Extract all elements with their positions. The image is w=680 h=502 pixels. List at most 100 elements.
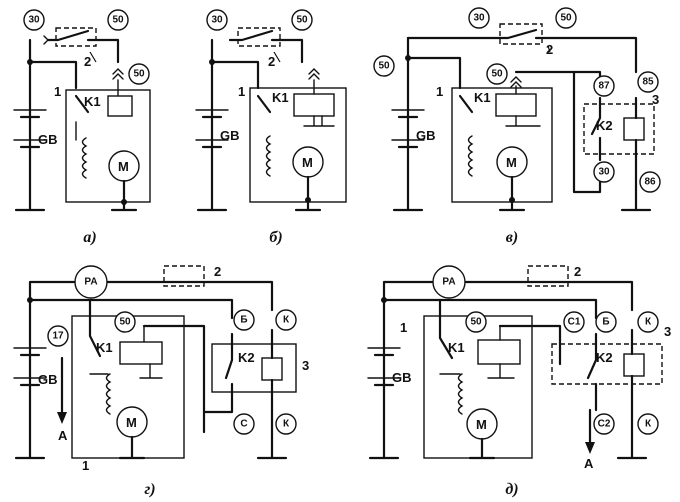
terminal-50-label-2: 50 [378, 61, 390, 72]
motor-label: M [506, 155, 517, 170]
solenoid-icon [119, 341, 163, 365]
terminal-b [233, 309, 255, 331]
terminal-87-label: 87 [598, 81, 610, 92]
terminal-50-label: 50 [296, 15, 308, 26]
terminal-50 [291, 9, 313, 31]
caption-g: г) [144, 481, 155, 498]
terminal-50-label-3: 50 [491, 69, 503, 80]
ammeter-pa-label: PA [84, 277, 97, 288]
k1-label: K1 [474, 90, 491, 105]
ignition-switch-box [55, 27, 97, 47]
ammeter-pa-icon [432, 265, 466, 299]
output-a-label: A [58, 428, 68, 443]
field-winding-icon [265, 135, 271, 177]
connector-icon [112, 68, 124, 80]
field-winding-icon [457, 373, 463, 415]
terminal-c1 [563, 311, 585, 333]
terminal-50-label: 50 [112, 15, 124, 26]
label-2: 2 [214, 264, 221, 279]
terminal-k-label-2: К [645, 419, 652, 430]
motor-label: M [126, 415, 137, 430]
field-winding-icon [105, 373, 111, 415]
terminal-c2-label: С2 [598, 419, 611, 430]
terminal-17-label: 17 [52, 331, 64, 342]
battery-gb-label: GB [38, 372, 58, 387]
terminal-k-label: К [283, 315, 290, 326]
starter-outline [451, 87, 553, 203]
solenoid-icon [495, 93, 537, 117]
motor-label: M [302, 155, 313, 170]
solenoid-icon [107, 95, 133, 117]
ignition-switch-box [237, 27, 281, 47]
terminal-30-label: 30 [473, 13, 485, 24]
field-winding-icon [467, 135, 473, 177]
label-3: 3 [664, 324, 671, 339]
terminal-c [233, 413, 255, 435]
terminal-50-label: 50 [119, 317, 131, 328]
k2-label: K2 [596, 118, 613, 133]
terminal-50 [465, 311, 487, 333]
terminal-17 [47, 325, 69, 347]
relay-coil-icon [623, 353, 645, 377]
diagram-a: 30 50 2 50 GB K1 1 M а) [12, 9, 151, 246]
battery-gb-label: GB [38, 132, 58, 147]
caption-v: в) [506, 229, 518, 246]
terminal-50-label: 50 [470, 317, 482, 328]
label-1: 1 [54, 84, 61, 99]
k1-label: K1 [272, 90, 289, 105]
terminal-k-label-2: К [283, 419, 290, 430]
relay-coil-icon [623, 117, 645, 141]
battery-gb-label: GB [416, 128, 436, 143]
relay-k2-box [583, 103, 655, 155]
solenoid-icon [477, 339, 521, 365]
label-3: 3 [652, 92, 659, 107]
terminal-b-label: Б [240, 315, 247, 326]
terminal-50-label-2: 50 [133, 69, 145, 80]
k1-label: K1 [96, 340, 113, 355]
terminal-30-label: 30 [28, 15, 40, 26]
terminal-k [637, 413, 659, 435]
diagram-b: 30 50 2 GB K1 1 M б) [194, 9, 347, 246]
terminal-50-label: 50 [560, 13, 572, 24]
label-1: 1 [82, 458, 89, 473]
motor-label: M [118, 159, 129, 174]
relay-k2-box [211, 343, 297, 393]
k1-label: K1 [448, 340, 465, 355]
terminal-c1-label: С1 [568, 317, 581, 328]
ignition-switch-box [163, 265, 205, 287]
terminal-85-label: 85 [642, 77, 654, 88]
caption-a: а) [83, 229, 96, 246]
k2-label: K2 [596, 350, 613, 365]
connector-icon [308, 68, 320, 80]
label-1: 1 [436, 84, 443, 99]
terminal-30 [23, 9, 45, 31]
diagram-d: PA 2 GB 1 K1 50 M С1 Б К K2 3 С2 [366, 264, 671, 498]
terminal-50 [114, 311, 136, 333]
field-winding-icon [81, 137, 87, 179]
label-1: 1 [400, 320, 407, 335]
k2-label: K2 [238, 350, 255, 365]
output-a-label: A [584, 456, 594, 471]
battery-gb-label: GB [392, 370, 412, 385]
starter-outline [249, 87, 347, 203]
ignition-switch-box [499, 23, 543, 45]
terminal-50 [373, 55, 395, 77]
terminal-86 [639, 171, 661, 193]
terminal-30-label-2: 30 [598, 167, 610, 178]
diagram-g: PA 2 17 GB A 1 K1 50 M Б К K2 3 [12, 264, 309, 498]
terminal-50 [128, 63, 150, 85]
terminal-50 [486, 63, 508, 85]
label-1: 1 [238, 84, 245, 99]
terminal-30 [206, 9, 228, 31]
caption-b: б) [269, 229, 282, 246]
terminal-86-label: 86 [644, 177, 656, 188]
label-3: 3 [302, 358, 309, 373]
ignition-switch-box [527, 265, 569, 287]
relay-coil-icon [261, 357, 283, 381]
terminal-k [275, 413, 297, 435]
terminal-87 [593, 75, 615, 97]
battery-gb-label: GB [220, 128, 240, 143]
ammeter-pa-icon [74, 265, 108, 299]
terminal-30 [593, 161, 615, 183]
